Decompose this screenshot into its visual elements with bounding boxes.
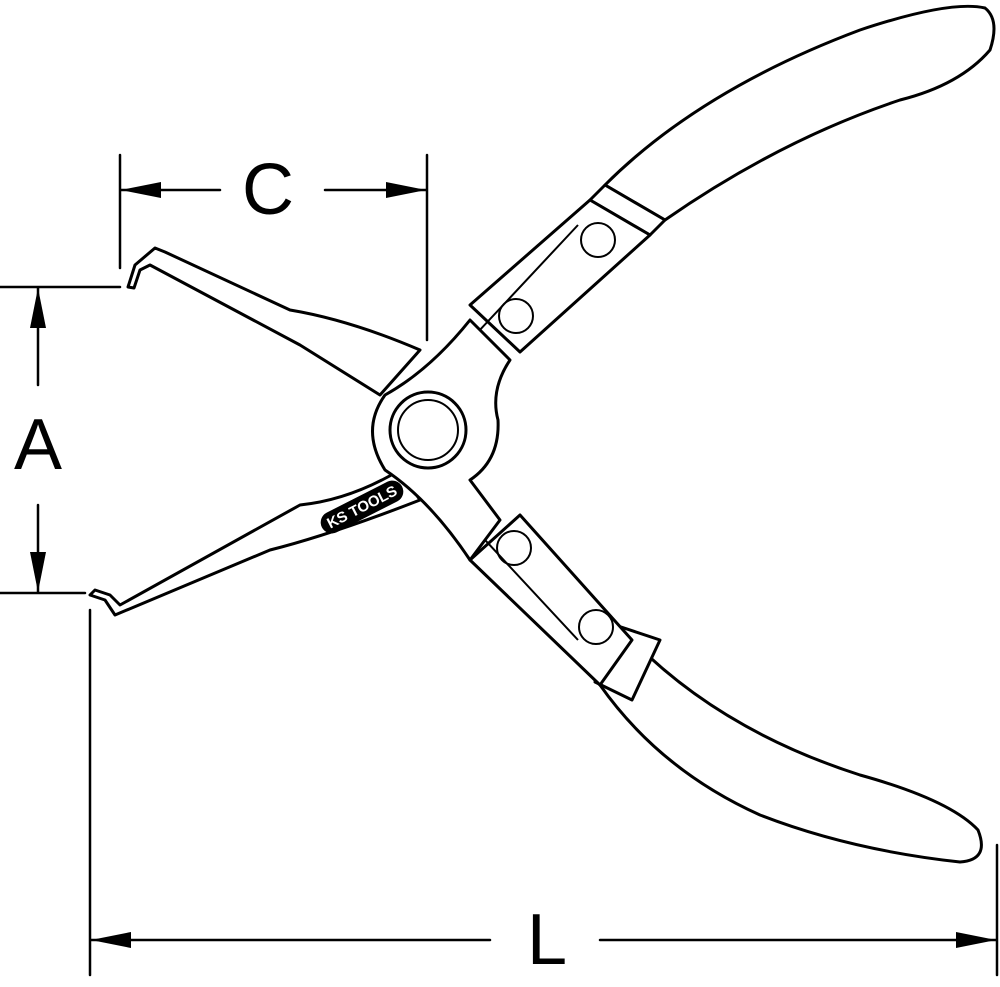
dimension-c-label: C: [242, 150, 294, 230]
upper-handle-shank: [468, 198, 652, 354]
rivet: [580, 222, 616, 258]
lower-handle-grip: [598, 638, 983, 864]
lower-handle-shank: [468, 513, 634, 687]
rivet: [498, 298, 534, 334]
upper-jaw: [126, 246, 422, 397]
dimension-l: L: [88, 608, 999, 980]
dimension-l-label: L: [527, 900, 567, 980]
pivot-bolt-outer: [388, 390, 468, 470]
dimension-c: C: [118, 150, 429, 342]
rivet: [496, 530, 532, 566]
upper-handle-grip: [603, 4, 996, 222]
rivet: [578, 609, 614, 645]
pivot-bolt-inner: [397, 399, 459, 461]
dimension-a-label: A: [14, 405, 62, 485]
dimension-a: A: [0, 285, 122, 595]
pliers: KS TOOLS: [88, 4, 996, 864]
